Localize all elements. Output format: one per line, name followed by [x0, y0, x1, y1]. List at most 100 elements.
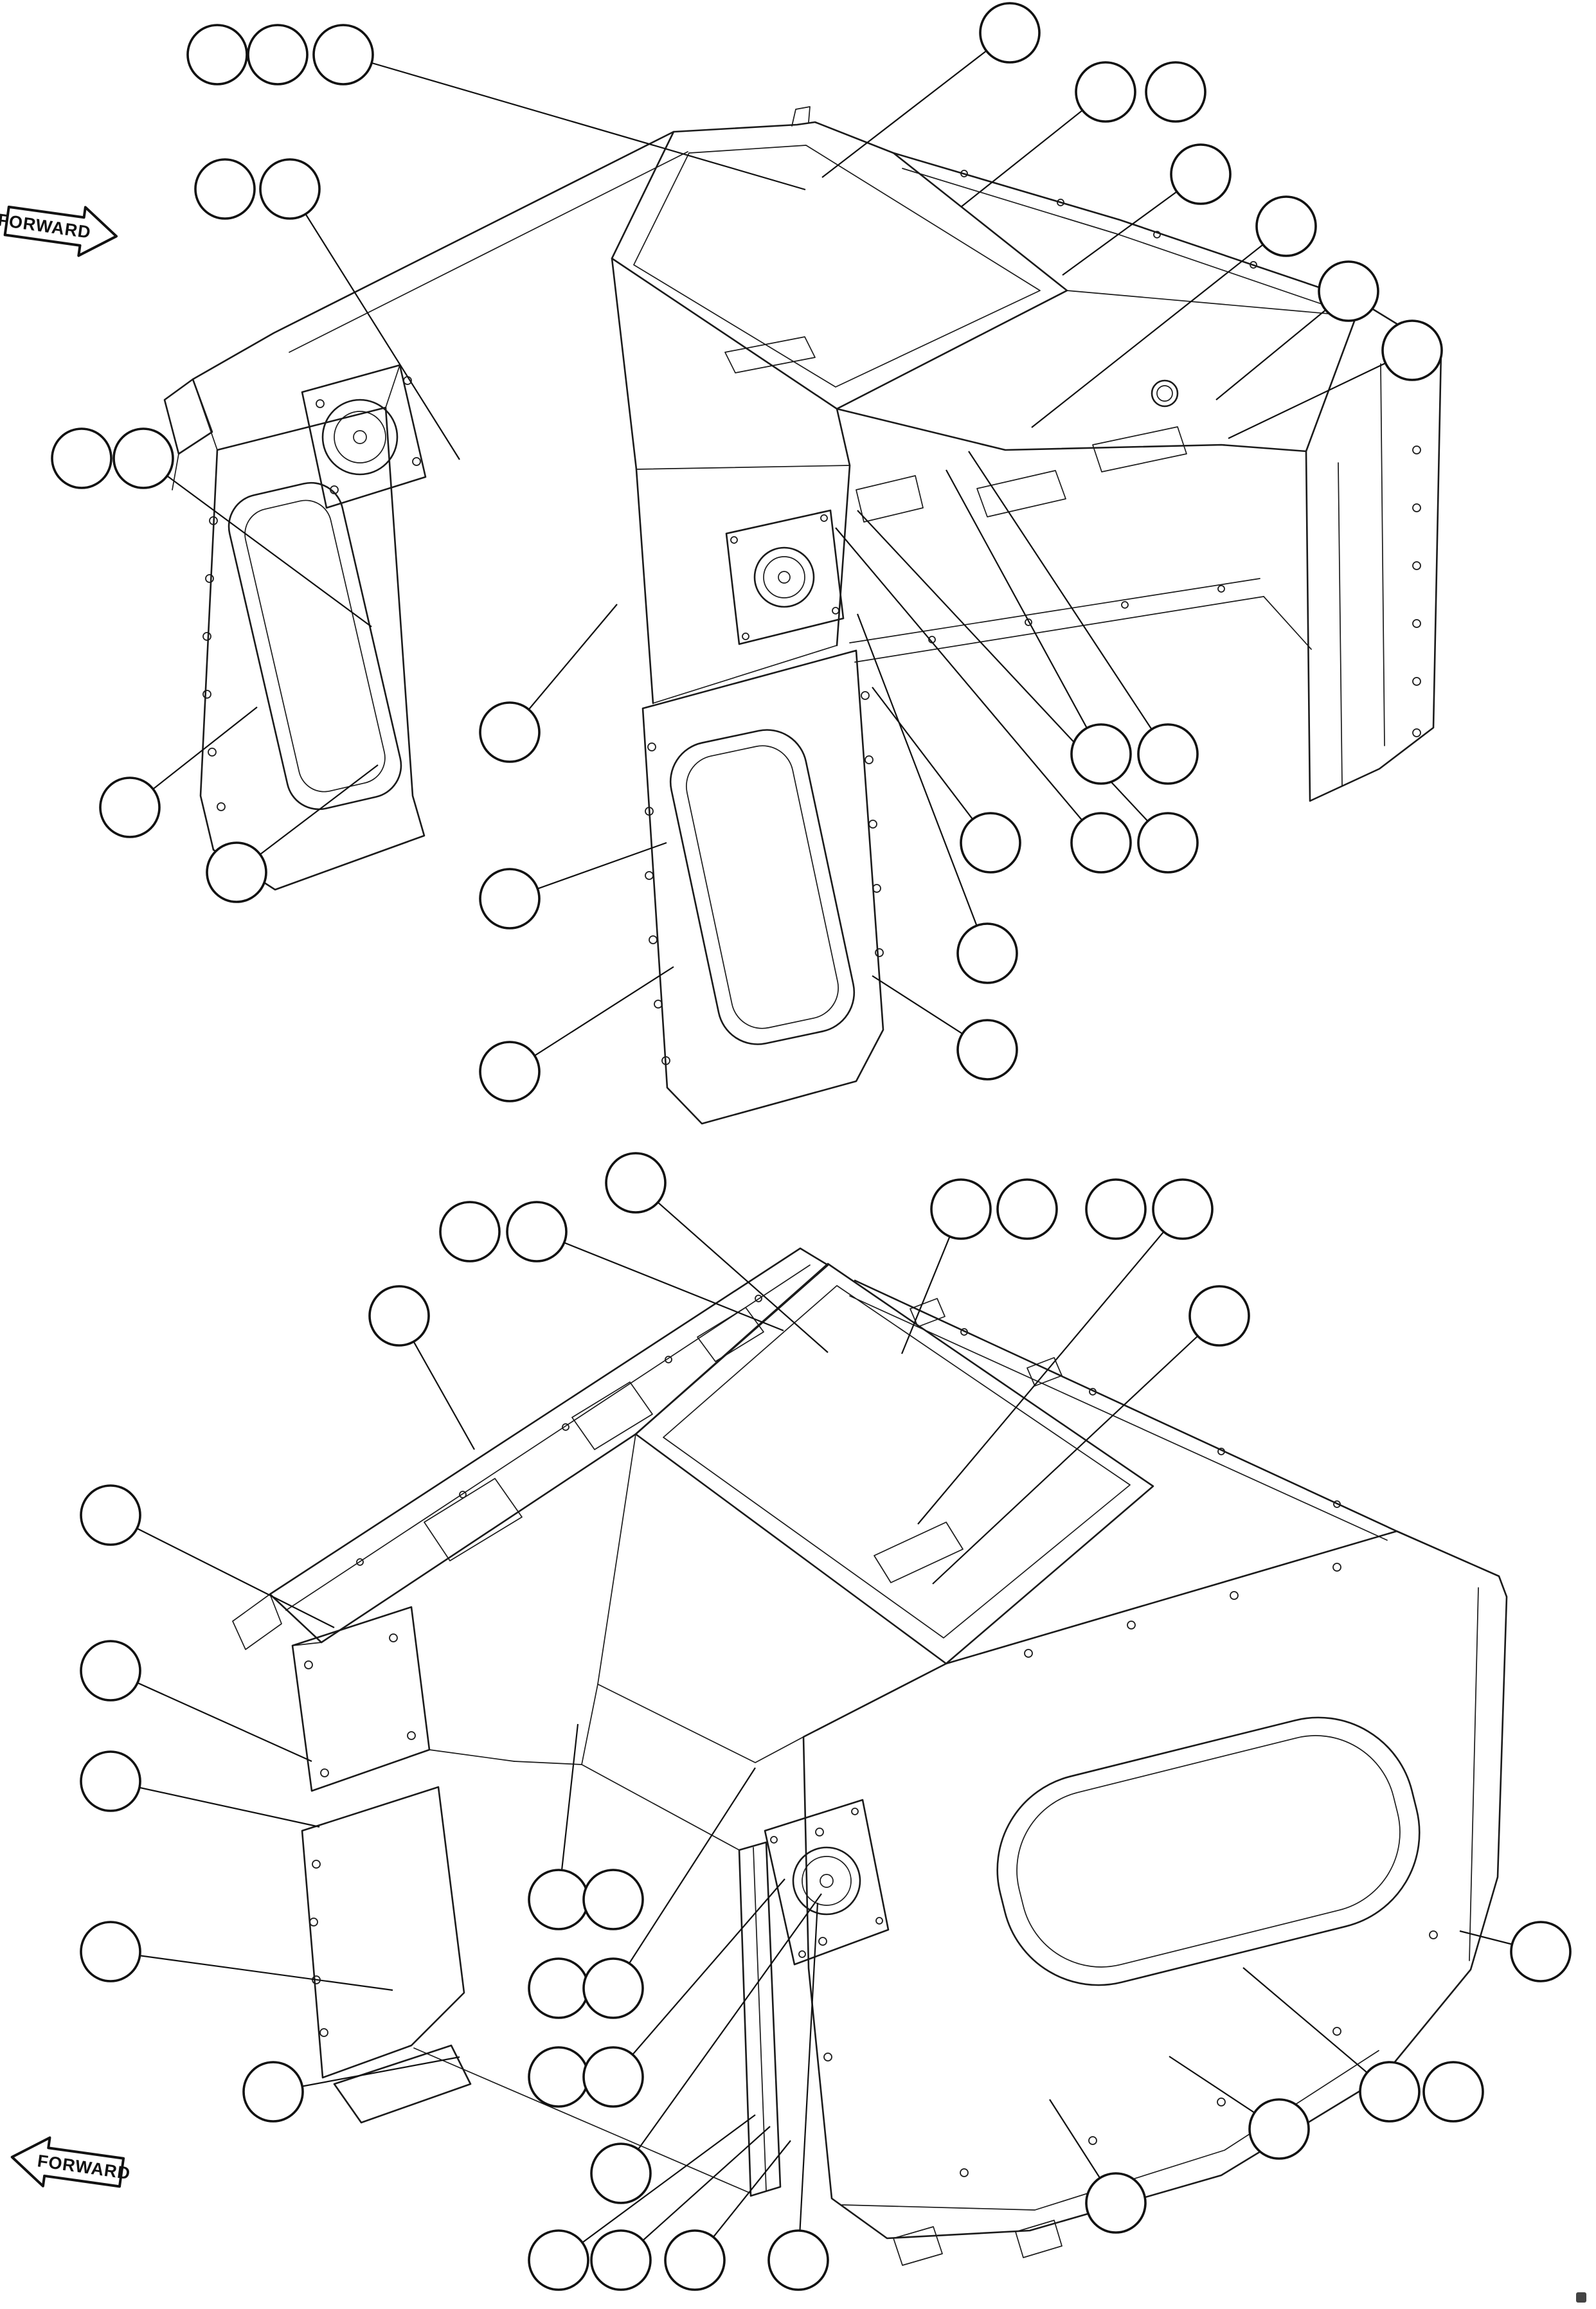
roof-panel-inner [663, 1285, 1131, 1639]
window-opening-outer [669, 729, 856, 1045]
leader-line [1228, 350, 1413, 439]
skylight-cutout [697, 1307, 764, 1362]
callout-balloon [956, 1019, 1018, 1081]
bracket [910, 1298, 946, 1327]
bracket [856, 475, 924, 523]
callout-balloon [528, 1869, 589, 1930]
leader-line [289, 188, 460, 460]
window-opening-outer [996, 1716, 1421, 1986]
mount-foot [1015, 2220, 1063, 2258]
right-roof-rail [892, 152, 1364, 303]
door-frame-inner [244, 499, 386, 793]
callout-balloon [1085, 1178, 1147, 1240]
callout-balloon [582, 2046, 644, 2108]
roof-deck [269, 1247, 829, 1644]
panel-connector [192, 379, 218, 451]
skylight-cutout [571, 1381, 653, 1450]
leader-line [509, 966, 674, 1072]
panel-connector [385, 364, 400, 408]
leader-line [558, 2114, 756, 2261]
bolt-holes [815, 1563, 1438, 2177]
callouts-top [51, 2, 1443, 1102]
left-arrow-icon [10, 2136, 125, 2188]
callout-balloon [1359, 2061, 1421, 2123]
right-arrow-icon [3, 205, 118, 257]
bolt-holes [960, 1328, 1341, 1508]
door-frame-outer [228, 481, 402, 811]
callout-balloon [1510, 1921, 1572, 1982]
callout-balloon [960, 812, 1021, 874]
panel-crease [1469, 1587, 1479, 1961]
mount-foot [893, 2226, 943, 2266]
callout-balloon [80, 1750, 141, 1812]
leader-line [536, 1230, 784, 1332]
leader-line [343, 53, 806, 191]
center-column-inner [753, 1847, 767, 2191]
left-pillar [163, 378, 213, 455]
leader-line [110, 1780, 320, 1828]
roof-left-edge-inner [289, 151, 688, 353]
deck-top-edge [1066, 290, 1358, 317]
center-column [738, 1841, 782, 2197]
left-skirt-panel [333, 2044, 472, 2124]
front-panel [641, 649, 884, 1125]
callout-balloon [186, 24, 248, 85]
window-opening-inner [1016, 1735, 1401, 1968]
speaker-mount-panel [725, 509, 845, 645]
callout-balloon [528, 1957, 589, 2019]
leader-line [110, 1950, 393, 1991]
round-vent [1151, 379, 1179, 408]
bolt-holes [730, 514, 839, 640]
callout-balloon [664, 2229, 726, 2291]
leader-line [620, 1893, 822, 2174]
leader-line [797, 1902, 819, 2261]
leader-line [857, 510, 1169, 843]
callouts-bottom [80, 1152, 1572, 2291]
callout-balloon [1188, 1285, 1250, 1347]
callout-balloon [242, 2061, 304, 2123]
leader-line [110, 1669, 312, 1763]
forward-arrow-bottom: FORWARD [10, 2136, 132, 2188]
panel-crease [1380, 363, 1385, 746]
deck-cutout [976, 470, 1066, 517]
callout-balloon [767, 2229, 829, 2291]
callout-balloon [51, 427, 112, 489]
roof-panel-inner [633, 145, 1041, 388]
callout-balloon [930, 1178, 992, 1240]
roof-panel [611, 121, 1068, 410]
callout-balloon [247, 24, 309, 85]
leader-line [110, 1514, 335, 1628]
deck-bottom-edge [836, 408, 1307, 453]
callout-balloon [1381, 319, 1443, 381]
diagram-top-assembly [163, 106, 1442, 1125]
panel-connector [597, 1684, 804, 1763]
right-roof-edge [854, 1279, 1398, 1532]
callout-balloon [312, 24, 374, 85]
callout-balloon [590, 2143, 652, 2204]
callout-balloon [80, 1640, 141, 1702]
callout-balloon [439, 1201, 501, 1262]
speaker-grille [321, 399, 399, 476]
forward-arrow-top: FORWARD [0, 205, 118, 257]
left-side-panel [199, 406, 426, 891]
roof-slot-cutout [874, 1522, 964, 1583]
panel-connector [581, 1764, 740, 1851]
bolt-holes [316, 376, 421, 494]
leader-line [872, 687, 991, 843]
callout-balloon [996, 1178, 1058, 1240]
callout-balloon [590, 2229, 652, 2291]
right-side-panel [802, 1530, 1508, 2240]
bolt-holes [202, 516, 226, 811]
leader-line [835, 527, 1102, 843]
panel-crease [1338, 462, 1343, 786]
roof-panel [634, 1262, 1154, 1665]
leader-line [932, 1315, 1220, 1585]
lower-body-edge [413, 2047, 751, 2194]
leader-line [620, 2126, 771, 2261]
callout-balloon [194, 158, 256, 220]
bolt-holes [1412, 445, 1421, 737]
callout-balloon [80, 1484, 141, 1546]
bulkhead-shelf [636, 465, 850, 470]
callout-balloon [99, 777, 161, 838]
callout-balloon [1170, 143, 1232, 205]
